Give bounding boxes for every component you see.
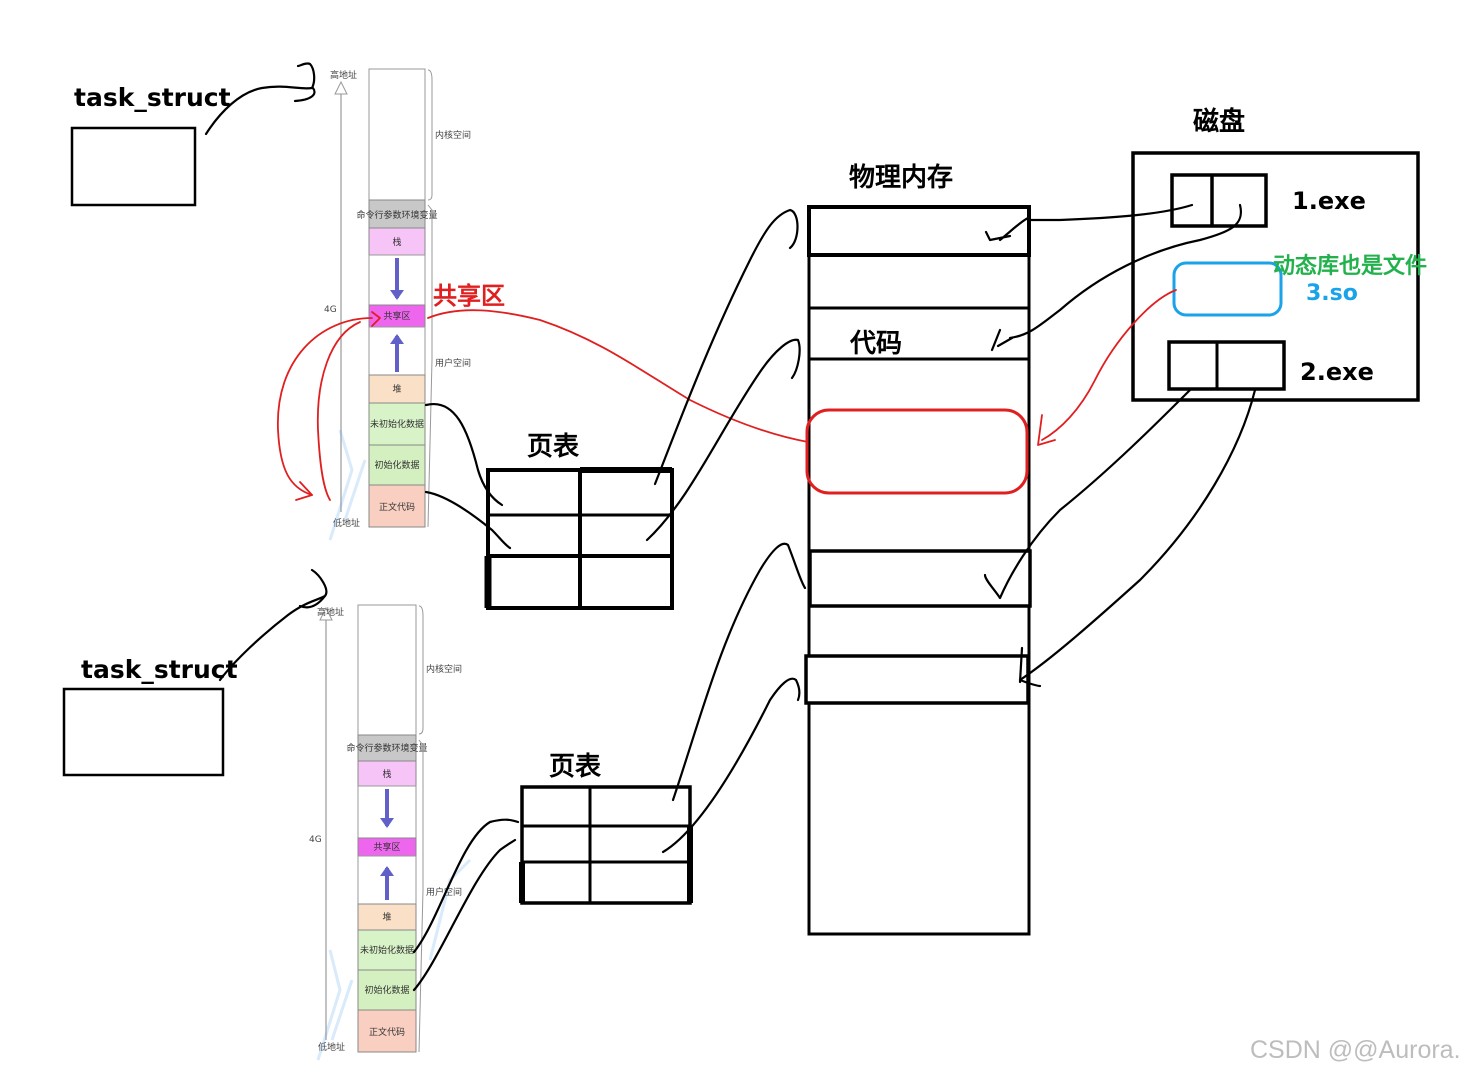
page-table-label-2: 页表 [549,752,602,782]
file-1-exe-label: 1.exe [1292,187,1366,215]
so-file-block [1172,261,1283,317]
csdn-watermark: CSDN @@Aurora. [1250,1036,1461,1064]
segment-heap-2: 堆 [382,912,391,923]
disk-title: 磁盘 [1193,106,1245,137]
segment-data-1: 初始化数据 [374,459,419,471]
file-1-exe-block [1170,173,1268,228]
segment-text-2: 正文代码 [369,1026,405,1038]
pt1-to-phys-code [645,338,801,542]
user-space-label-2: 用户空间 [426,886,462,898]
shared-library-page [805,408,1029,495]
file-2-exe-label: 2.exe [1300,358,1374,386]
segment-shared-2: 共享区 [373,841,400,853]
shared-loop-arrow-outer [277,317,373,496]
process-1: task_struct 高地址 低地址 4G 命令行参数环境变量 栈 共享区 堆… [70,62,471,529]
exe1-to-phys-top [984,203,1194,242]
task-struct-box-1 [70,126,197,207]
text-to-pt1 [424,490,512,550]
red-arrowhead-icon [295,481,313,501]
so-file-label: 3.so [1306,281,1358,306]
task-to-mm-pointer-2 [218,568,328,682]
axis-arrow-up-icon [334,80,348,95]
high-address-label-2: 高地址 [317,606,344,618]
address-space-column-1: 命令行参数环境变量 栈 共享区 堆 未初始化数据 初始化数据 正文代码 [356,68,438,528]
segment-stack-2: 栈 [382,768,391,780]
exe1-to-phys-code [990,203,1243,352]
bss2-to-pt2 [412,818,520,954]
segment-shared-1: 共享区 [383,310,410,322]
task-struct-label-2: task_struct [81,655,238,684]
pt2-to-phys-b [661,677,801,854]
segment-stack-1: 栈 [392,236,401,248]
file-2-exe-block [1167,340,1286,391]
segment-cmdline-2: 命令行参数环境变量 [346,742,427,754]
segment-text-1: 正文代码 [379,501,415,513]
shared-loop-arrow-inner [316,321,361,501]
low-address-label-1: 低地址 [333,517,360,529]
page-table-2: 页表 [519,752,693,905]
faint-watermark [316,429,472,1061]
low-address-label-2: 低地址 [318,1041,345,1053]
page-table-1: 页表 [484,432,674,610]
dynamic-library-note: 动态库也是文件 [1273,253,1427,279]
high-address-label-1: 高地址 [330,69,357,81]
code-label: 代码 [849,329,902,359]
shared-to-physical-link [427,309,809,443]
disk: 磁盘 1.exe 3.so 动态库也是文件 2.exe [1131,106,1427,402]
segment-bss-1: 未初始化数据 [370,418,424,430]
segment-bss-2: 未初始化数据 [360,944,414,956]
address-space-column-2: 命令行参数环境变量 栈 共享区 堆 未初始化数据 初始化数据 正文代码 [346,604,428,1053]
page-table-label-1: 页表 [527,432,580,462]
segment-heap-1: 堆 [392,384,401,395]
exe2-to-phys-a [983,388,1192,600]
segment-data-2: 初始化数据 [364,984,409,996]
physical-memory-label: 物理内存 [849,163,953,193]
pt2-to-phys-a [671,542,807,802]
segment-cmdline-1: 命令行参数环境变量 [356,209,437,221]
task-struct-box-2 [62,687,225,777]
data2-to-pt2 [412,838,517,992]
kernel-space-label-2: 内核空间 [426,663,462,675]
exe2-to-phys-b [1018,388,1257,688]
kernel-space-label-1: 内核空间 [435,129,471,141]
mapping-lines [412,203,1257,992]
so-to-shared-page [1037,289,1177,446]
pt1-to-phys-top [653,208,799,486]
user-space-label-1: 用户空间 [435,357,471,369]
task-to-mm-pointer-1 [204,62,316,136]
size-label-1: 4G [324,305,337,315]
task-struct-label-1: task_struct [74,83,231,112]
size-label-2: 4G [309,835,322,845]
bss-to-pt1 [424,402,504,507]
physical-memory: 物理内存 代码 [804,163,1032,936]
shared-region-label: 共享区 [433,282,505,310]
process-2: task_struct 高地址 低地址 4G 命令行参数环境变量 栈 共享区 堆… [62,568,462,1053]
